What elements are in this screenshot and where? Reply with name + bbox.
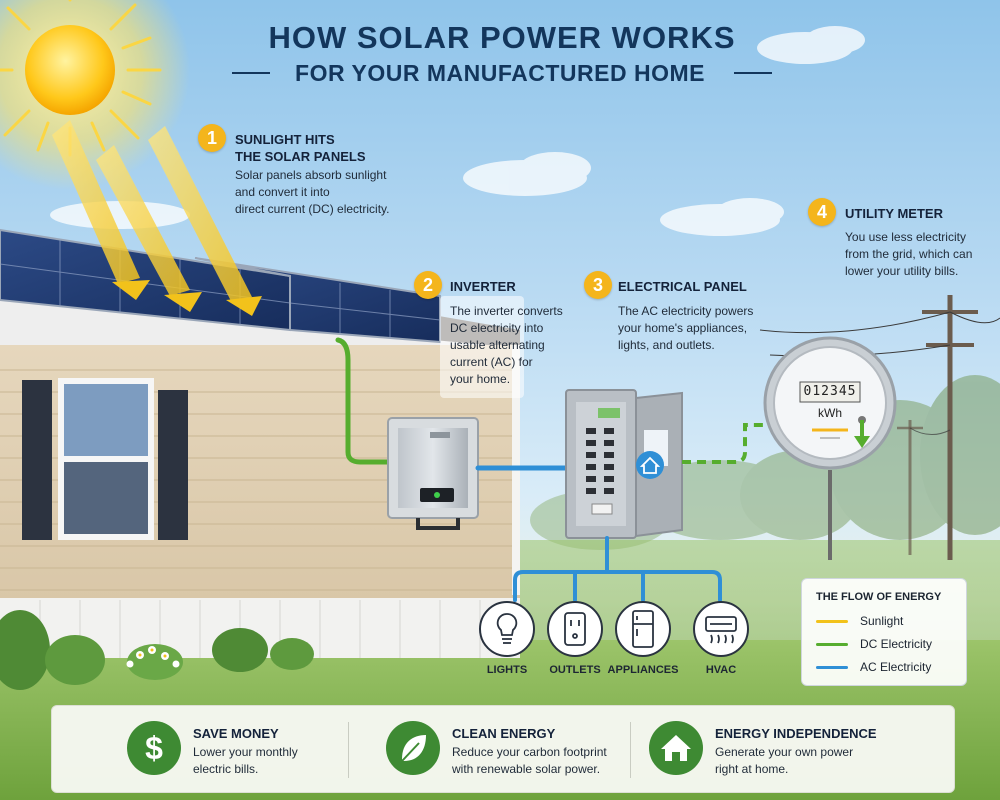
refrigerator-icon: [632, 610, 654, 648]
step-desc-line: your home.: [450, 372, 511, 386]
benefit-text-line: with renewable solar power.: [452, 762, 601, 776]
appliance-label-lights: LIGHTS: [486, 664, 528, 676]
clouds: [50, 26, 865, 236]
appliance-label-outlets: OUTLETS: [549, 664, 601, 676]
benefit-divider: [348, 722, 349, 778]
page-title: HOW SOLAR POWER WORKS: [268, 20, 736, 55]
step-desc-line: lower your utility bills.: [845, 264, 959, 278]
step-desc-line: The inverter converts: [450, 304, 563, 318]
leaf-icon: [386, 721, 440, 775]
legend-label: AC Electricity: [860, 660, 932, 674]
hvac-icon: [705, 616, 737, 644]
legend-title: THE FLOW OF ENERGY: [816, 591, 942, 603]
benefit-text-line: right at home.: [715, 762, 789, 776]
step-badge: 2: [414, 271, 442, 299]
title-rule-right: [734, 72, 772, 74]
title-rule-left: [232, 72, 270, 74]
electrical-panel: [565, 389, 683, 539]
shrubs: [0, 610, 314, 690]
step-desc-panel: [440, 296, 524, 398]
page-subtitle: FOR YOUR MANUFACTURED HOME: [295, 60, 705, 86]
step-desc-line: direct current (DC) electricity.: [235, 202, 390, 216]
dollar-icon: $: [127, 721, 181, 775]
step-desc-line: lights, and outlets.: [618, 338, 715, 352]
step-badge: 3: [584, 271, 612, 299]
benefit-text-line: Generate your own power: [715, 745, 854, 759]
step-title-line: ELECTRICAL PANEL: [618, 279, 747, 294]
step-desc-line: current (AC) for: [450, 355, 533, 369]
step-desc-line: usable alternating: [450, 338, 545, 352]
utility-meter: [763, 336, 897, 560]
energy-flow-legend: THE FLOW OF ENERGY Sunlight DC Electrici…: [801, 578, 967, 686]
legend-swatch: [816, 620, 848, 623]
benefit-text-line: electric bills.: [193, 762, 259, 776]
dc-wire: [335, 337, 395, 465]
sunlight-rays: [52, 120, 262, 316]
step-desc-line: Solar panels absorb sunlight: [235, 168, 387, 182]
legend-swatch: [816, 666, 848, 669]
step-desc-line: You use less electricity: [845, 230, 966, 244]
benefit-clean-energy: CLEAN ENERGY Reduce your carbon footprin…: [386, 706, 636, 794]
step-desc-line: DC electricity into: [450, 321, 544, 335]
house-window: [22, 378, 188, 540]
appliance-label-appliances: APPLIANCES: [607, 664, 679, 676]
svg-text:$: $: [145, 730, 163, 766]
ac-distribution-wires: [513, 536, 722, 602]
house-icon: [649, 721, 703, 775]
step-badge: 4: [808, 198, 836, 226]
grid-connection-dashed: [682, 423, 770, 464]
step-title-line: THE SOLAR PANELS: [235, 149, 366, 164]
benefit-divider: [630, 722, 631, 778]
step-title-line: SUNLIGHT HITS: [235, 132, 335, 147]
inverter: [387, 417, 479, 530]
step-badge: 1: [198, 124, 226, 152]
step-desc-line: and convert it into: [235, 185, 330, 199]
appliance-icons: [479, 601, 749, 657]
lightbulb-icon: [496, 613, 518, 644]
appliance-label-hvac: HVAC: [705, 664, 737, 676]
step-desc-line: The AC electricity powers: [618, 304, 754, 318]
benefit-title: SAVE MONEY: [193, 726, 279, 741]
legend-swatch: [816, 643, 848, 646]
meter-unit: kWh: [818, 406, 842, 420]
legend-label: Sunlight: [860, 614, 904, 628]
sun-icon: [0, 0, 190, 190]
step-title-line: UTILITY METER: [845, 206, 943, 221]
legend-label: DC Electricity: [860, 637, 933, 651]
step-desc-line: your home's appliances,: [618, 321, 748, 335]
benefit-text-line: Lower your monthly: [193, 745, 298, 759]
solar-panels: [0, 228, 441, 344]
benefit-title: ENERGY INDEPENDENCE: [715, 726, 877, 741]
benefit-energy-independence: ENERGY INDEPENDENCE Generate your own po…: [649, 706, 899, 794]
step-desc-line: from the grid, which can: [845, 247, 973, 261]
benefit-save-money: $ SAVE MONEY Lower your monthly electric…: [127, 706, 357, 794]
step-title-line: INVERTER: [450, 279, 516, 294]
benefit-title: CLEAN ENERGY: [452, 726, 556, 741]
meter-reading: 012345: [803, 384, 857, 399]
benefit-text-line: Reduce your carbon footprint: [452, 745, 607, 759]
benefits-bar: $ SAVE MONEY Lower your monthly electric…: [51, 705, 955, 793]
outlet-icon: [564, 612, 586, 646]
